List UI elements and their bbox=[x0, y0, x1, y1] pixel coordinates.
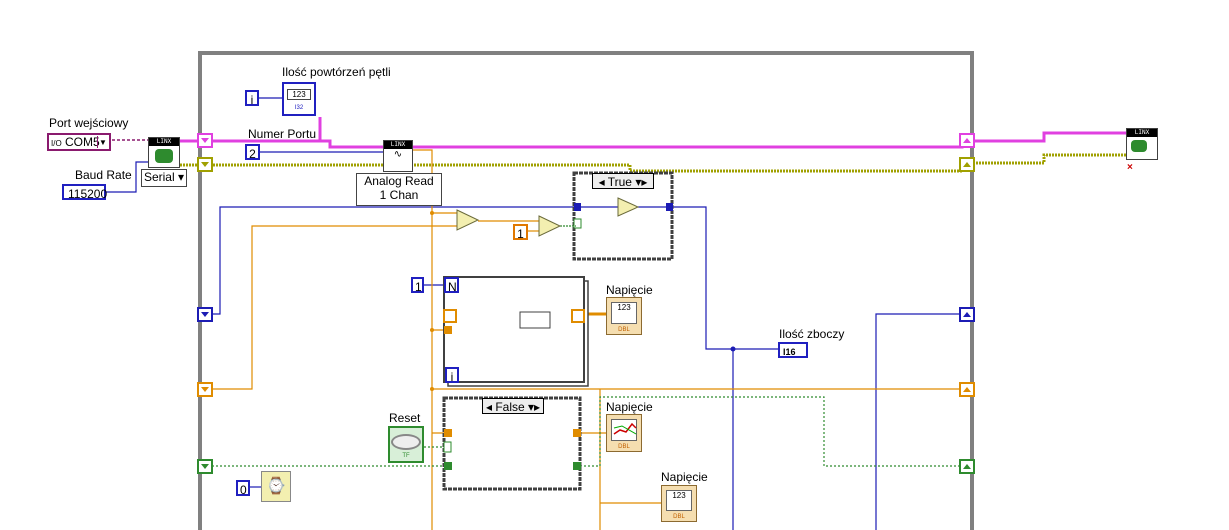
linx-open-tag: LINX bbox=[149, 138, 179, 146]
while-loop-frame bbox=[198, 51, 974, 530]
napiecie-label-1: Napięcie bbox=[606, 283, 653, 297]
one-constant-compare[interactable]: 1 bbox=[513, 224, 528, 241]
analog-wave-icon: ∿ bbox=[393, 149, 403, 160]
reset-label: Reset bbox=[389, 411, 421, 425]
numer-portu-label: Numer Portu bbox=[248, 127, 317, 141]
iteration-terminal: i bbox=[245, 90, 259, 107]
serial-selector[interactable]: Serial ▾ bbox=[141, 169, 187, 187]
shift-register-right-dbl bbox=[959, 382, 975, 397]
serial-selector-label: Serial bbox=[143, 170, 175, 184]
port-control[interactable]: I/O COM5 ▼ bbox=[47, 133, 111, 151]
napiecie-array-display: 123 bbox=[611, 302, 637, 324]
loop-count-indicator: 123 I32 bbox=[282, 82, 316, 116]
napiecie-label-2: Napięcie bbox=[606, 400, 653, 414]
subtract-node bbox=[456, 209, 480, 231]
case-false-label: False bbox=[495, 400, 525, 414]
greater-node bbox=[538, 215, 562, 237]
case-true-label: True bbox=[607, 175, 632, 189]
edge-count-out-wire bbox=[670, 206, 778, 350]
baud-constant[interactable]: 115200 bbox=[62, 184, 107, 201]
wait-ms-icon[interactable]: ⌚ bbox=[261, 471, 291, 502]
loop-count-terminal: N bbox=[444, 277, 459, 294]
case-true-tunnel-in bbox=[574, 203, 581, 211]
shift-register-left-visa bbox=[197, 133, 213, 148]
for-loop-iteration-terminal: i bbox=[445, 367, 459, 384]
napiecie-chart-type: DBL bbox=[618, 444, 630, 450]
junction-dot bbox=[430, 211, 434, 215]
baud-wire bbox=[105, 161, 150, 193]
baud-label: Baud Rate bbox=[75, 168, 132, 182]
increment-node bbox=[617, 197, 640, 217]
numer-portu-constant[interactable]: 2 bbox=[245, 144, 260, 161]
case-false-selector-term bbox=[443, 441, 452, 453]
junction-dot bbox=[730, 346, 736, 352]
loop-count-type: I32 bbox=[294, 105, 304, 111]
case-false-tunnel-out bbox=[573, 429, 581, 437]
junction-dot bbox=[430, 387, 434, 391]
port-label: Port wejściowy bbox=[49, 116, 129, 130]
linx-close-vi[interactable]: LINX × bbox=[1126, 128, 1158, 173]
error-wire bbox=[180, 153, 1126, 173]
bool-right-wire bbox=[580, 396, 962, 467]
for-loop-shift-out bbox=[571, 309, 585, 323]
loop-count-label: Ilość powtórzeń pętli bbox=[282, 65, 391, 79]
case-false-tunnel-in bbox=[444, 429, 452, 437]
case-true-tunnel-out bbox=[666, 203, 673, 211]
shift-register-left-error bbox=[197, 157, 213, 172]
case-false-bool-out bbox=[573, 462, 581, 470]
shift-right-wire bbox=[875, 313, 962, 530]
junction-dot bbox=[430, 328, 434, 332]
shift-register-left-dbl bbox=[197, 382, 213, 397]
napiecie-label-3: Napięcie bbox=[661, 470, 708, 484]
napiecie-array-type: DBL bbox=[618, 327, 630, 333]
ilosc-zboczy-label: Ilość zboczy bbox=[779, 327, 845, 341]
for-loop-frame bbox=[443, 276, 585, 383]
close-x-icon: × bbox=[1127, 162, 1133, 173]
ilosc-zboczy-indicator: I16 bbox=[778, 342, 808, 358]
visa-wire-main bbox=[180, 131, 1126, 149]
napiecie-numeric-type: DBL bbox=[673, 514, 685, 520]
linx-open-vi[interactable]: LINX bbox=[148, 137, 180, 168]
for-loop-shift-in bbox=[443, 309, 457, 323]
linx-analog-tag: LINX bbox=[384, 141, 412, 149]
shift-register-left-int bbox=[197, 307, 213, 322]
one-constant-loop[interactable]: 1 bbox=[411, 277, 424, 294]
shift-register-left-bool bbox=[197, 459, 213, 474]
napiecie-numeric-display: 123 bbox=[666, 490, 692, 511]
visa-icon: I/O bbox=[51, 139, 62, 148]
linx-close-logo-icon bbox=[1131, 140, 1147, 152]
case-false-selector[interactable]: ◂ False ▾▸ bbox=[482, 398, 544, 414]
reset-type: TF bbox=[402, 453, 410, 459]
case-true-selector[interactable]: ◂ True ▾▸ bbox=[592, 173, 654, 189]
napiecie-chart-icon bbox=[611, 419, 637, 441]
napiecie-chart-indicator: DBL bbox=[606, 414, 642, 452]
analog-read-line1: Analog Read bbox=[364, 174, 434, 188]
analog-read-selector[interactable]: Analog Read 1 Chan bbox=[356, 173, 442, 206]
shift-register-right-visa bbox=[959, 133, 975, 148]
analog-out-wire bbox=[412, 149, 433, 530]
linx-close-tag: LINX bbox=[1127, 129, 1157, 137]
case-false-bool-in bbox=[444, 462, 452, 470]
for-loop-tunnel-in bbox=[444, 326, 452, 334]
napiecie-numeric-indicator: 123 DBL bbox=[661, 485, 697, 522]
port-value: COM5 bbox=[65, 135, 100, 149]
case-true-selector-term bbox=[573, 218, 582, 229]
visa-wire-upper bbox=[200, 117, 322, 143]
napiecie-array-indicator: 123 DBL bbox=[606, 297, 642, 335]
reset-button-icon bbox=[391, 434, 421, 450]
reset-button-control[interactable]: TF bbox=[388, 426, 424, 463]
shift-register-right-bool bbox=[959, 459, 975, 474]
shift-register-right-error bbox=[959, 157, 975, 172]
shift-dbl-wire bbox=[212, 225, 458, 390]
linx-logo-icon bbox=[155, 149, 173, 163]
analog-read-line2: 1 Chan bbox=[379, 188, 419, 202]
shift-register-right-int bbox=[959, 307, 975, 322]
loop-count-display: 123 bbox=[287, 89, 311, 100]
build-array-node bbox=[519, 311, 551, 329]
dropdown-arrow-icon[interactable]: ▼ bbox=[97, 136, 108, 148]
edge-count-wire bbox=[212, 206, 578, 315]
linx-analog-read-vi[interactable]: LINX ∿ bbox=[383, 140, 413, 172]
zero-constant[interactable]: 0 bbox=[236, 480, 250, 497]
